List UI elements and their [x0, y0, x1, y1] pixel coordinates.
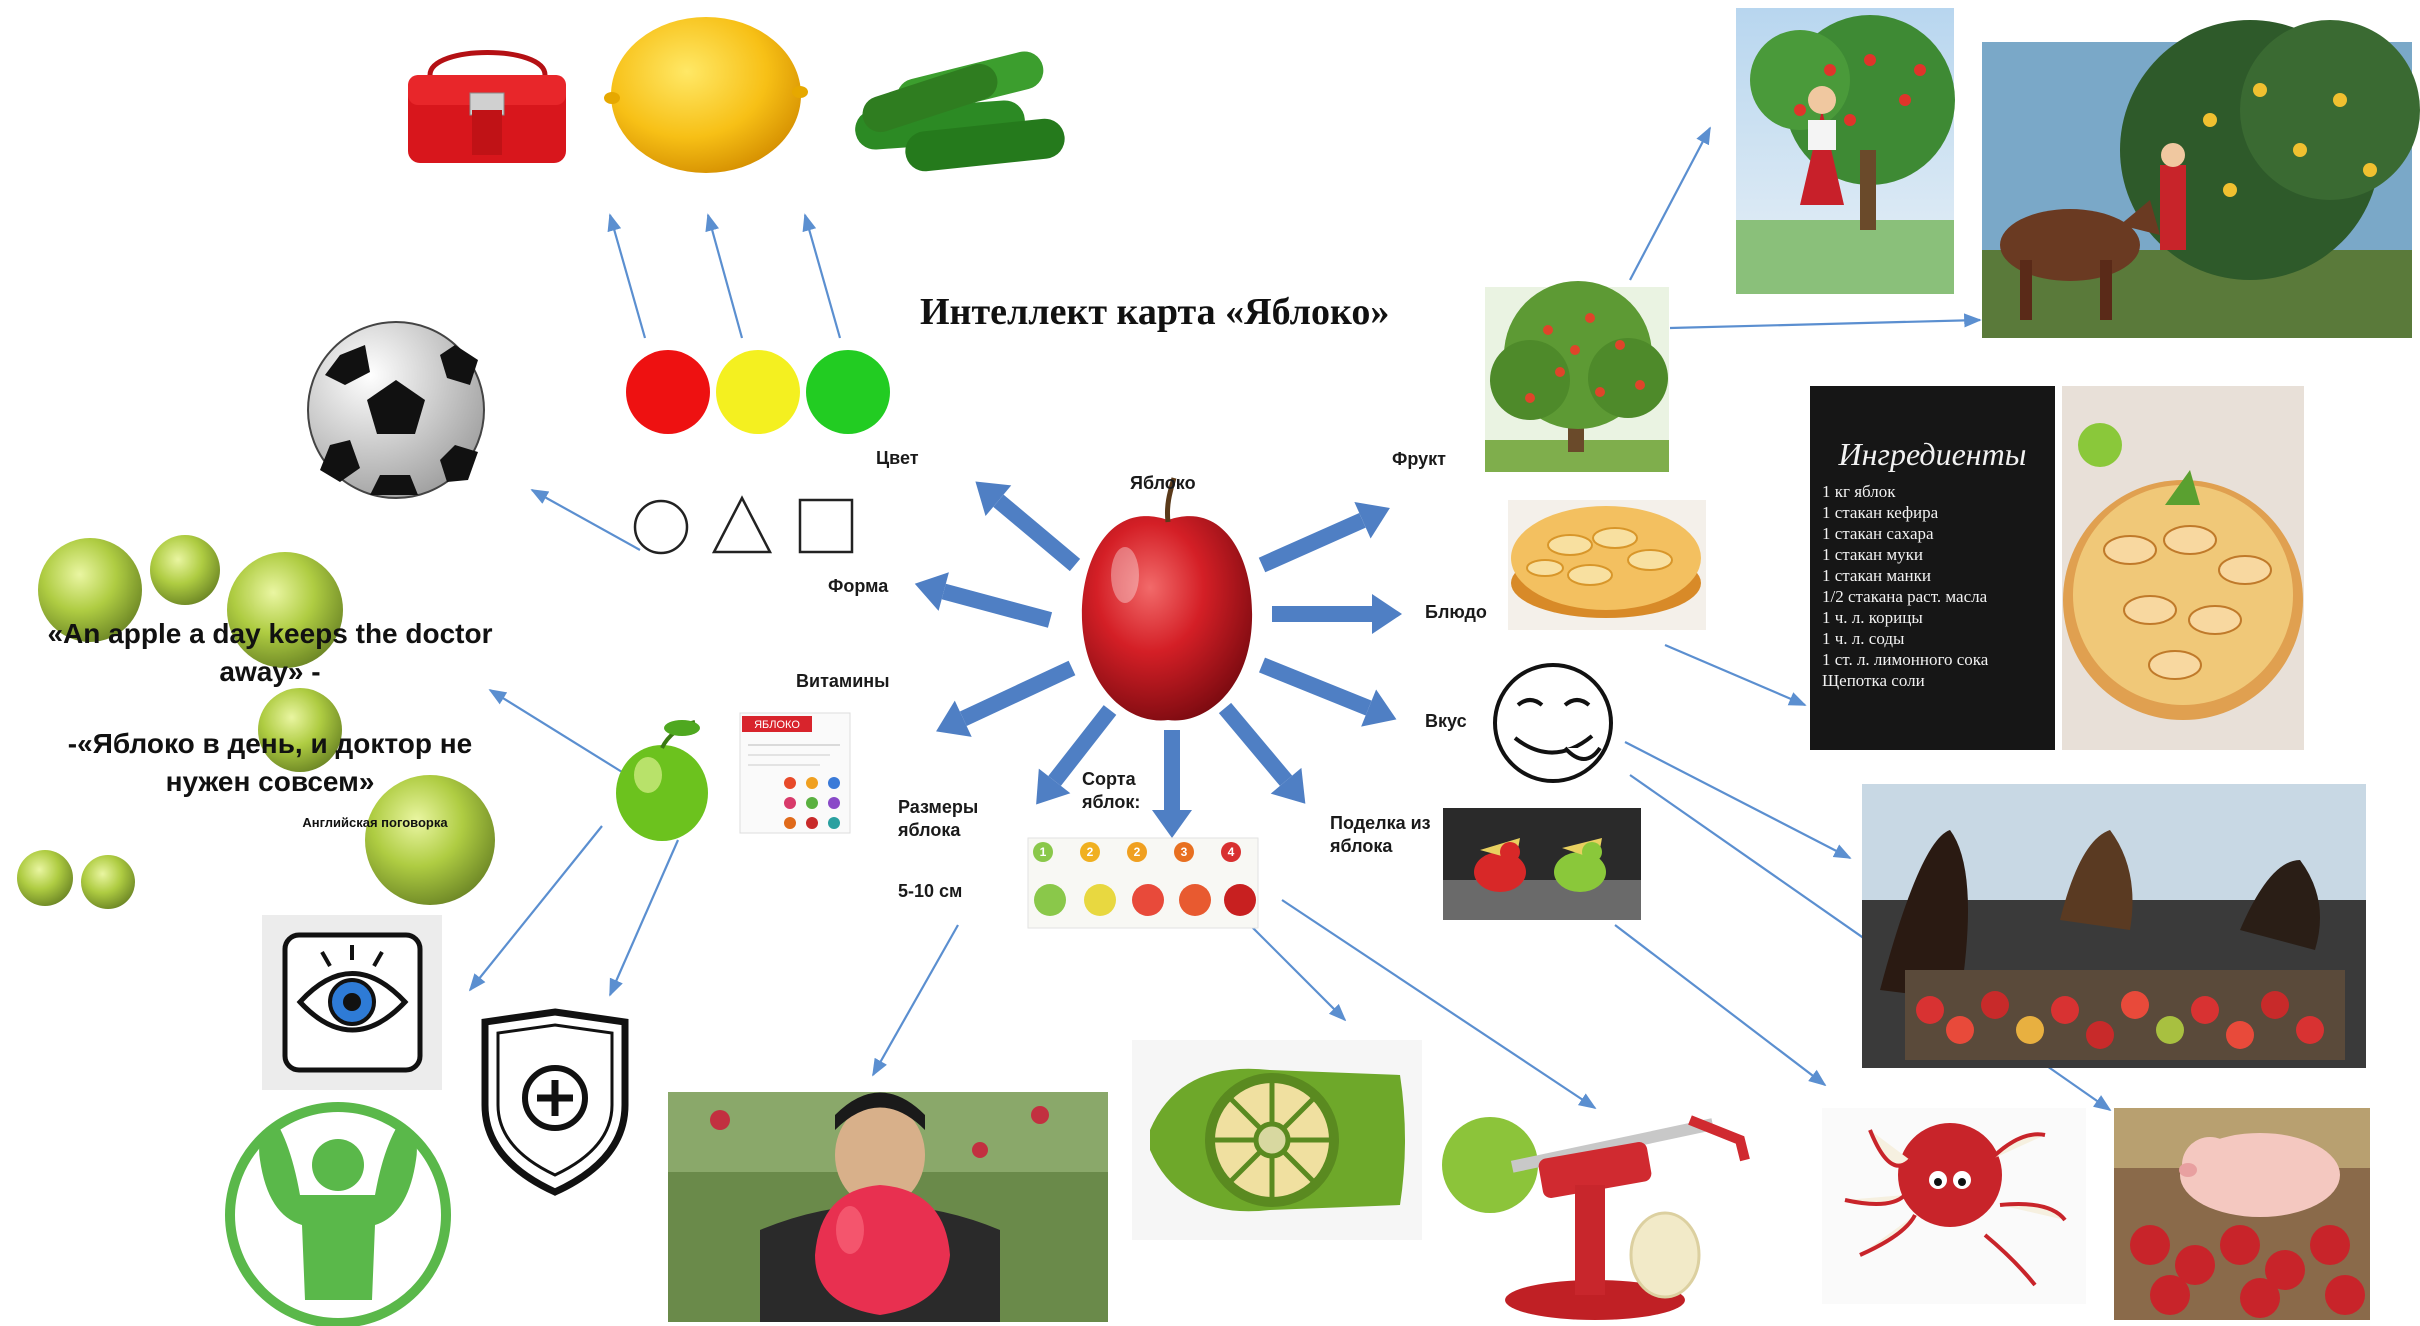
- shape-icons: [633, 495, 854, 555]
- apple-octopus-image: [1822, 1108, 2086, 1304]
- yellow-circle-icon: [716, 350, 800, 434]
- apple-slicer-image: [1132, 1040, 1422, 1240]
- recipe-item: Щепотка соли: [1822, 671, 1925, 690]
- recipe-item: 1 ст. л. лимонного сока: [1822, 650, 1989, 669]
- recipe-item: 1 стакан сахара: [1822, 524, 1934, 543]
- branch-label-vitamins: Витамины: [796, 671, 890, 691]
- branch-label-sorts: Сорта яблок:: [1082, 769, 1141, 812]
- green-apple-image: [616, 720, 708, 841]
- saying-english: «An apple a day keeps the doctor away» -: [47, 618, 493, 687]
- soccer-ball-image: [307, 321, 485, 499]
- branch-label-craft: Поделка из яблока: [1330, 813, 1431, 856]
- circle-shape-icon: [633, 499, 689, 555]
- branch-label-fruit: Фрукт: [1392, 449, 1446, 469]
- arrow-to-color: [975, 481, 1081, 572]
- saying-caption: Английская поговорка: [302, 815, 448, 830]
- recipe-item: 1 ч. л. корицы: [1822, 608, 1923, 627]
- apple-pie-image: [1508, 500, 1706, 630]
- apple-craft-birds-image: [1443, 808, 1641, 920]
- arrow-to-craft: [1218, 702, 1306, 804]
- apple-tree-image: [1485, 281, 1669, 472]
- horses-apples-image: [1862, 784, 2366, 1068]
- red-bag-image: [408, 50, 566, 163]
- svg-text:ЯБЛОКО: ЯБЛОКО: [754, 719, 800, 731]
- pie-photo-image: [2062, 386, 2304, 750]
- apple-sorts-chart-image: 1 2 2 3 4: [1027, 837, 1259, 929]
- center-label: Яблоко: [1130, 473, 1196, 493]
- mind-map-title: Интеллект карта «Яблоко»: [920, 291, 1390, 333]
- svg-text:2: 2: [1087, 845, 1094, 859]
- arrow-to-size: [1036, 705, 1117, 805]
- apple-peeler-image: [1442, 1115, 1750, 1320]
- recipe-item: 1 стакан кефира: [1822, 503, 1939, 522]
- green-circle-icon: [806, 350, 890, 434]
- branch-label-dish: Блюдо: [1425, 602, 1487, 622]
- svg-text:1: 1: [1040, 845, 1047, 859]
- red-circle-icon: [626, 350, 710, 434]
- recipe-board: Ингредиенты 1 кг яблок 1 стакан кефира 1…: [1810, 386, 2055, 750]
- lemon-image: [604, 17, 808, 173]
- svg-text:4: 4: [1228, 845, 1235, 859]
- recipe-item: 1 стакан муки: [1822, 545, 1923, 564]
- pig-apples-image: [2114, 1108, 2370, 1320]
- svg-text:2: 2: [1134, 845, 1141, 859]
- cucumbers-image: [855, 51, 1065, 172]
- arrow-to-fruit: [1258, 501, 1390, 573]
- branch-label-taste: Вкус: [1425, 711, 1467, 731]
- triangle-shape-icon: [711, 495, 773, 554]
- branch-label-color: Цвет: [876, 448, 919, 468]
- eye-icon: [262, 915, 442, 1090]
- recipe-item: 1 стакан манки: [1822, 566, 1932, 585]
- square-shape-icon: [798, 498, 854, 554]
- recipe-title: Ингредиенты: [1838, 436, 2027, 472]
- muscle-icon: [225, 1102, 451, 1326]
- arrow-to-dish: [1272, 594, 1402, 634]
- color-circles: [626, 350, 890, 434]
- arrow-to-vitamins: [936, 660, 1076, 737]
- recipe-item: 1/2 стакана раст. масла: [1822, 587, 1988, 606]
- size-value: 5-10 см: [898, 881, 963, 901]
- shield-plus-icon: [481, 1008, 629, 1196]
- center-apple-image: [1081, 477, 1253, 721]
- fairy-tale-horse-image: [1982, 20, 2420, 338]
- arrow-to-shape: [914, 572, 1053, 628]
- yummy-face-icon: [1493, 663, 1613, 783]
- vitamin-card-image: ЯБЛОКО: [739, 712, 851, 834]
- fairy-tale-girl-image: [1736, 8, 1955, 294]
- thick-arrows: [914, 481, 1402, 838]
- branch-label-shape: Форма: [828, 576, 889, 596]
- recipe-item: 1 кг яблок: [1822, 482, 1896, 501]
- svg-text:3: 3: [1181, 845, 1188, 859]
- arrow-to-taste: [1259, 657, 1397, 727]
- arrow-to-sorts: [1152, 730, 1192, 838]
- green-apples-image: [17, 535, 495, 909]
- recipe-item: 1 ч. л. соды: [1822, 629, 1905, 648]
- man-with-apple-photo: [668, 1092, 1108, 1322]
- thin-arrows: [468, 126, 2112, 1112]
- branch-label-size: Размеры яблока: [898, 797, 979, 840]
- saying-russian: -«Яблоко в день, и доктор не нужен совсе…: [67, 728, 473, 797]
